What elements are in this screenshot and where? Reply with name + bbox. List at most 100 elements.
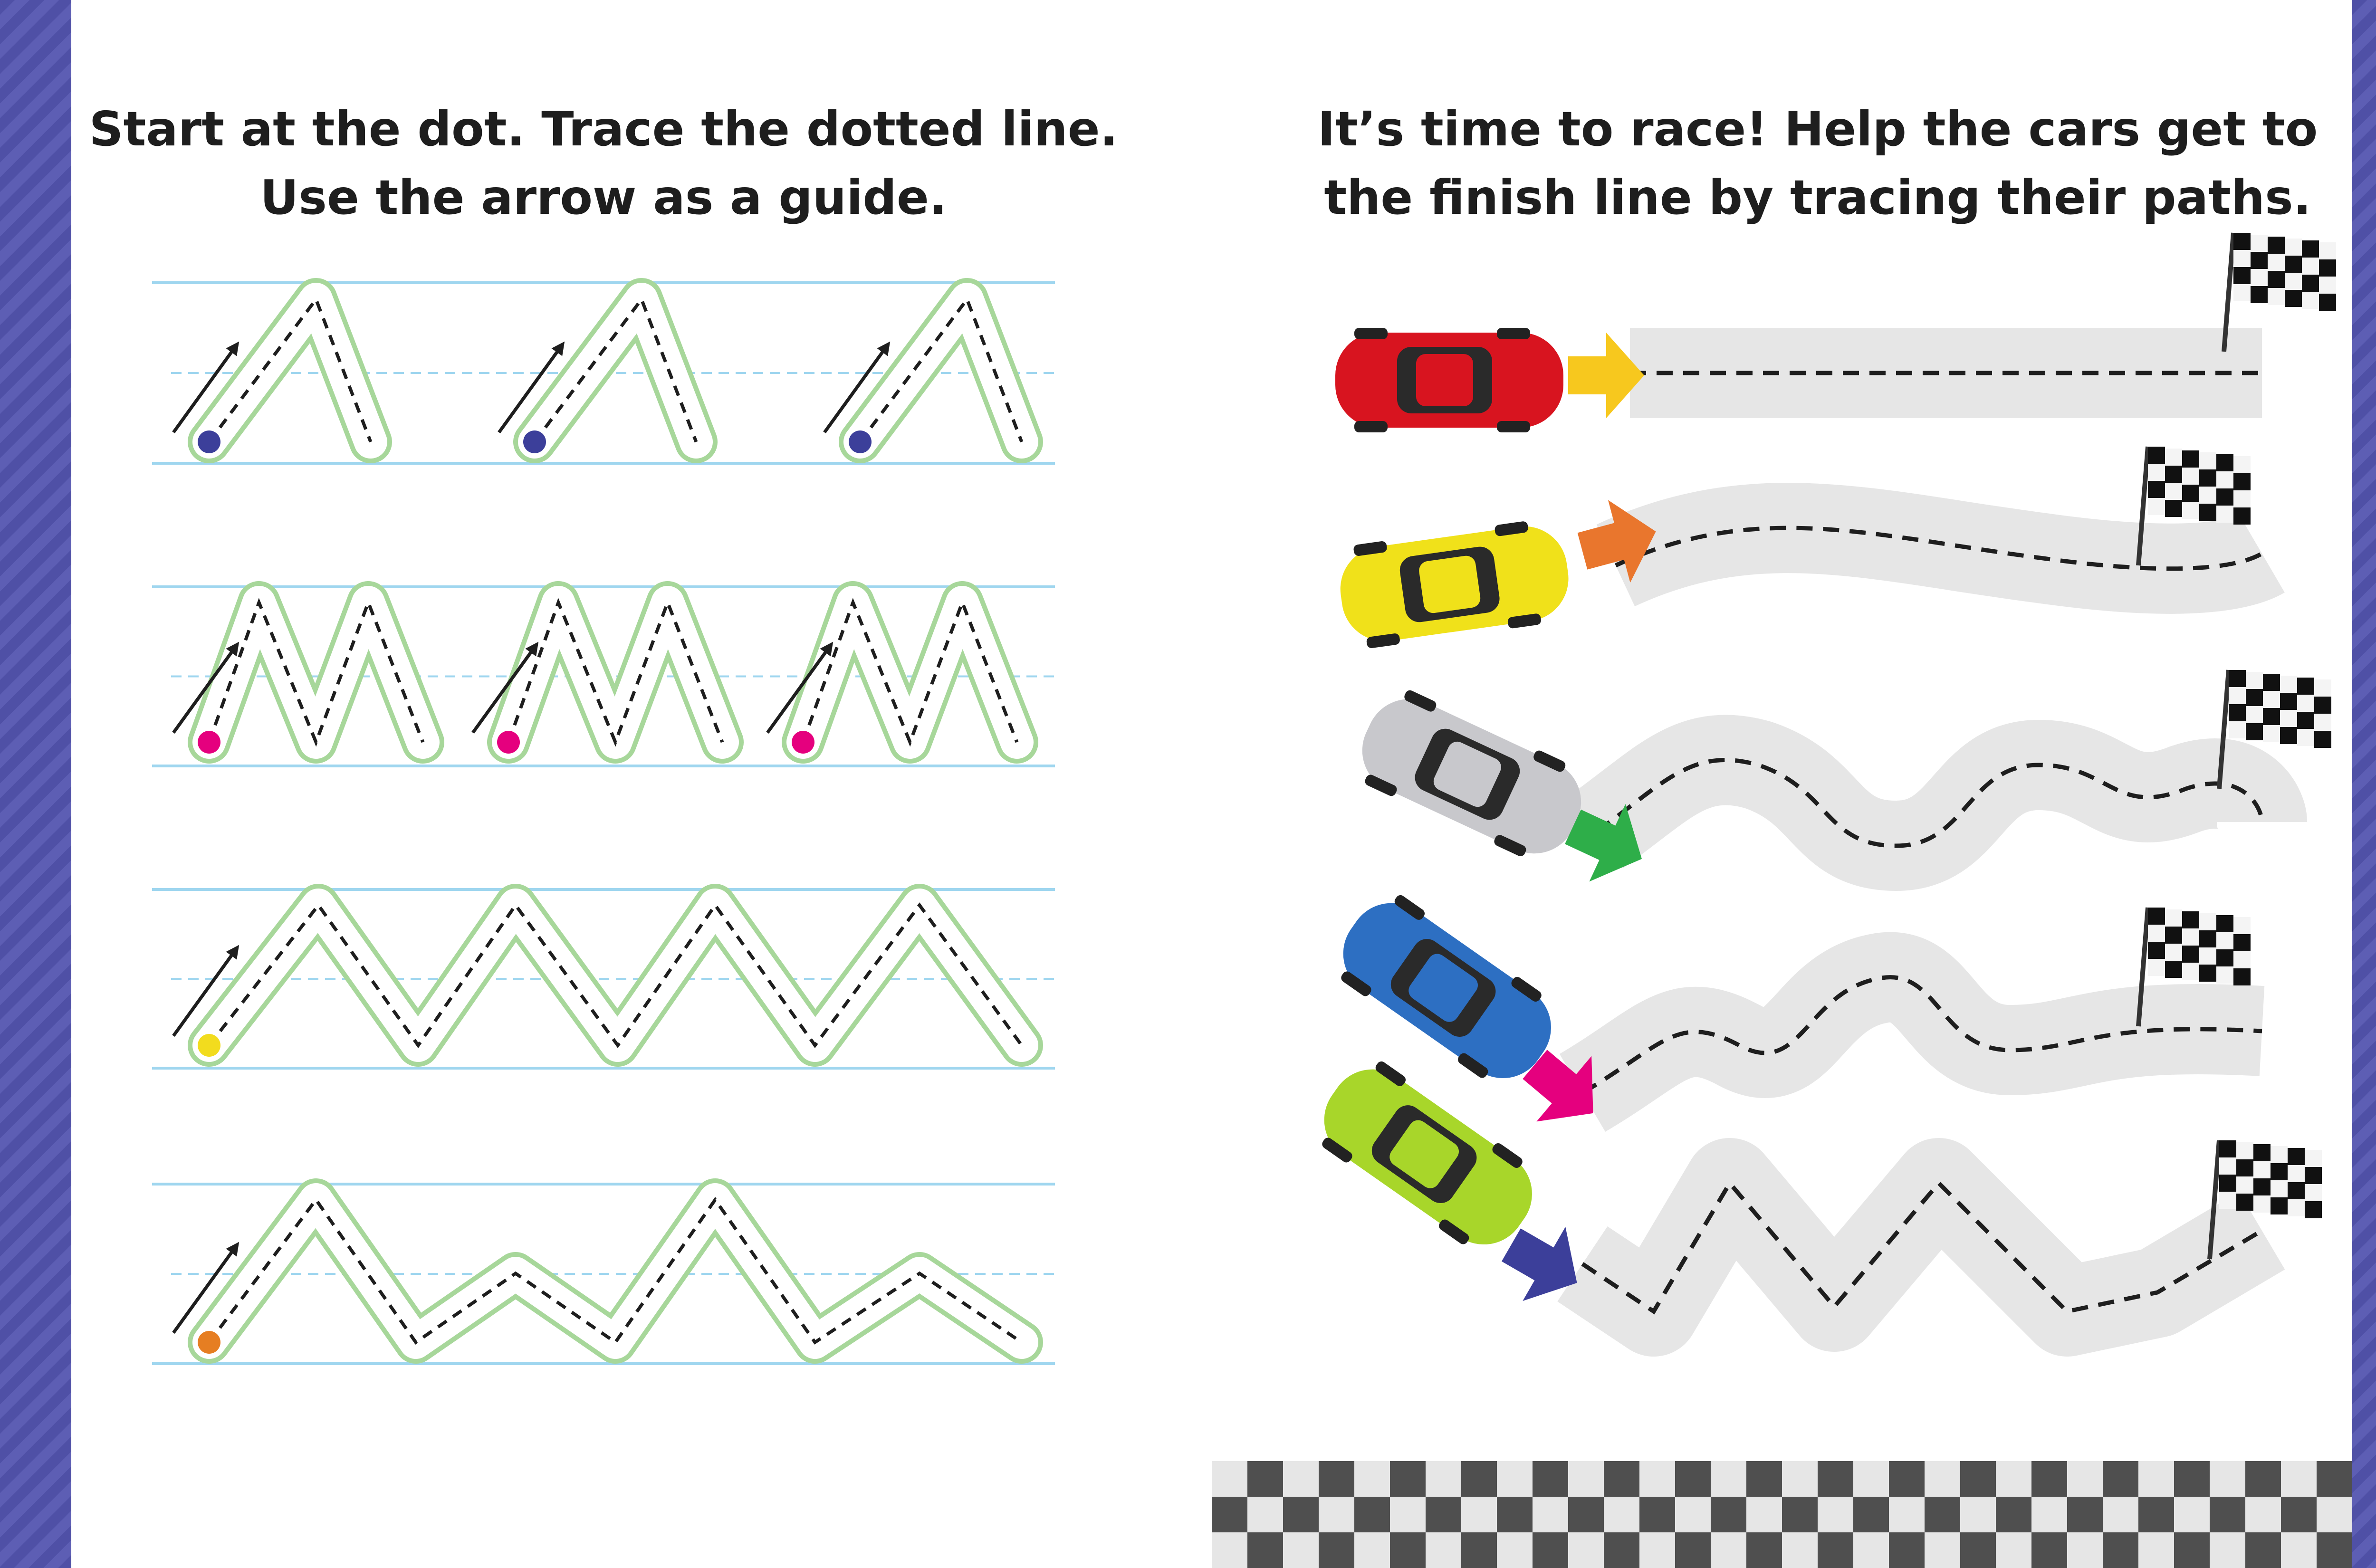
start-dot bbox=[198, 430, 220, 453]
left-instructions: Start at the dot. Trace the dotted line.… bbox=[81, 95, 1126, 232]
flag-check bbox=[2199, 469, 2216, 487]
flag-check bbox=[2229, 704, 2246, 721]
guide-arrow-icon bbox=[471, 641, 539, 734]
arrow-shape bbox=[1568, 333, 1644, 418]
flag-check bbox=[2302, 292, 2319, 309]
start-dot bbox=[792, 731, 814, 754]
car-wheel bbox=[1354, 421, 1388, 432]
flag-check bbox=[2280, 727, 2297, 744]
flag-pole bbox=[2217, 669, 2231, 789]
flag-check bbox=[2253, 1161, 2271, 1178]
direction-arrow-icon bbox=[1565, 804, 1642, 882]
right-page-border bbox=[2352, 0, 2376, 1568]
car-wheel bbox=[1365, 774, 1397, 796]
flag-check bbox=[2233, 490, 2251, 507]
arrow-shape bbox=[1523, 1050, 1593, 1122]
flag-check bbox=[2182, 450, 2199, 468]
guide-arrow-icon bbox=[498, 341, 565, 434]
flag-check bbox=[2288, 1165, 2305, 1182]
dashed-race-path bbox=[1581, 1179, 2263, 1315]
flag-pole bbox=[2136, 907, 2150, 1027]
left-page-border bbox=[0, 0, 71, 1568]
flag-check bbox=[2314, 714, 2331, 731]
flag-check bbox=[2216, 949, 2233, 966]
silver-car-icon bbox=[1362, 690, 1581, 857]
flag-check bbox=[2233, 250, 2251, 267]
start-dot bbox=[198, 1331, 220, 1354]
guide-arrow-icon bbox=[172, 641, 240, 734]
flag-check bbox=[2314, 679, 2331, 697]
start-dot bbox=[198, 1034, 220, 1057]
flag-check bbox=[2182, 928, 2199, 946]
checkered-flag-icon bbox=[2136, 446, 2251, 566]
direction-arrow-icon bbox=[1502, 1227, 1577, 1301]
flag-check bbox=[2263, 708, 2280, 725]
flag-check bbox=[2246, 706, 2263, 723]
dashed-race-path bbox=[1581, 975, 2262, 1095]
flag-check bbox=[2199, 913, 2216, 930]
flag-pole bbox=[2136, 446, 2150, 566]
arrow-shape bbox=[1502, 1227, 1577, 1301]
dotted-trace-line bbox=[207, 598, 425, 747]
flag-check bbox=[2182, 911, 2199, 928]
flag-check bbox=[2219, 1157, 2236, 1175]
flag-check bbox=[2319, 294, 2336, 311]
flag-check bbox=[2271, 1146, 2288, 1163]
flag-check bbox=[2165, 927, 2182, 944]
flag-check bbox=[2280, 676, 2297, 693]
car-wheel bbox=[1394, 895, 1425, 920]
flag-check bbox=[2319, 277, 2336, 294]
flag-check bbox=[2268, 271, 2285, 288]
flag-check bbox=[2216, 454, 2233, 471]
blue-car-icon bbox=[1341, 895, 1551, 1079]
flag-check bbox=[2165, 500, 2182, 517]
car-roof bbox=[1389, 1120, 1459, 1188]
flag-check bbox=[2246, 723, 2263, 740]
flag-check bbox=[2182, 485, 2199, 502]
flag-check bbox=[2165, 944, 2182, 961]
car-wheel bbox=[1458, 1053, 1488, 1078]
flag-check bbox=[2246, 672, 2263, 689]
flag-check bbox=[2314, 697, 2331, 714]
flag-check bbox=[2297, 678, 2314, 695]
dashed-race-path bbox=[1615, 526, 2263, 571]
flag-check bbox=[2165, 961, 2182, 978]
left-instruction-line-2: Use the arrow as a guide. bbox=[260, 170, 947, 225]
car-roof bbox=[1419, 555, 1481, 613]
flag-check bbox=[2302, 258, 2319, 275]
car-wheel bbox=[1494, 835, 1526, 857]
green-car-icon bbox=[1322, 1061, 1532, 1245]
flag-check bbox=[2182, 502, 2199, 519]
flag-check bbox=[2297, 712, 2314, 729]
dotted-trace-line bbox=[208, 902, 1023, 1049]
car-roof bbox=[1433, 741, 1501, 807]
car-wheel bbox=[1353, 541, 1387, 556]
flag-check bbox=[2271, 1163, 2288, 1180]
flag-check bbox=[2229, 670, 2246, 687]
flag-check bbox=[2253, 1178, 2271, 1195]
flag-check bbox=[2236, 1176, 2253, 1194]
flag-check bbox=[2314, 731, 2331, 748]
flag-check bbox=[2199, 930, 2216, 947]
flag-check bbox=[2271, 1197, 2288, 1214]
flag-check bbox=[2199, 504, 2216, 521]
car-roof bbox=[1408, 954, 1478, 1022]
flag-check bbox=[2285, 290, 2302, 307]
flag-check bbox=[2285, 273, 2302, 290]
dotted-trace-line bbox=[801, 598, 1019, 747]
tracing-row-2 bbox=[152, 581, 1055, 767]
flag-check bbox=[2219, 1192, 2236, 1209]
flag-check bbox=[2305, 1184, 2322, 1201]
flag-check bbox=[2302, 275, 2319, 292]
left-instruction-line-1: Start at the dot. Trace the dotted line. bbox=[89, 101, 1118, 157]
flag-check bbox=[2268, 254, 2285, 271]
flag-pole bbox=[2207, 1140, 2222, 1260]
flag-check bbox=[2297, 695, 2314, 712]
road-path bbox=[1596, 483, 2285, 614]
race-lane-1 bbox=[1335, 232, 2336, 432]
direction-arrow-icon bbox=[1568, 333, 1644, 418]
flag-check bbox=[2216, 488, 2233, 506]
checkered-flag-icon bbox=[2136, 907, 2251, 1027]
flag-check bbox=[2236, 1194, 2253, 1211]
